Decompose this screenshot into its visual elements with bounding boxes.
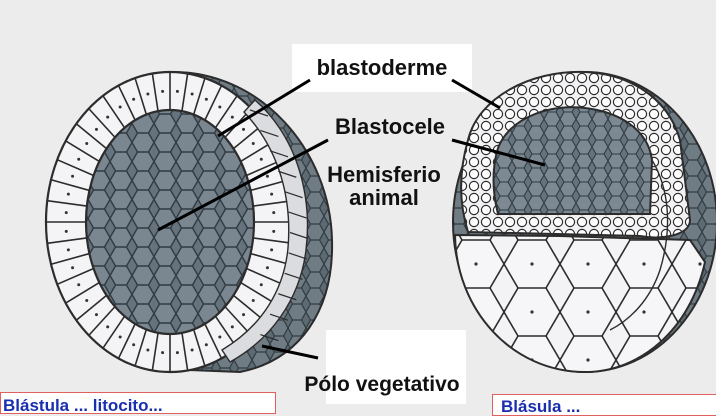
cell-nucleus [242,313,245,316]
cell-nucleus [146,92,149,95]
cell-nucleus [65,211,68,214]
cell-nucleus [176,351,179,354]
cell-nucleus [205,343,208,346]
cell-nucleus [161,90,164,93]
cell-nucleus [65,230,68,233]
cell-nucleus [252,142,255,145]
cell-nucleus [119,335,122,338]
cell-nucleus [260,283,263,286]
caption-right: Blásula ... [492,394,716,416]
cell-nucleus [71,175,74,178]
cell-nucleus [67,193,70,196]
right-blastula [453,72,716,372]
label-hemisferio: Hemisferio [327,162,441,187]
left-blastula [46,72,332,372]
cell-nucleus [132,98,135,101]
cell-nucleus [85,142,88,145]
cell-nucleus [106,116,109,119]
cell-nucleus [161,351,164,354]
cell-nucleus [266,175,269,178]
cell-nucleus [218,335,221,338]
caption-left: Blástula ... litocito... [0,392,276,414]
cell-nucleus [132,343,135,346]
cell-nucleus [231,116,234,119]
cell-nucleus [272,230,275,233]
cell-nucleus [252,299,255,302]
cell-nucleus [106,325,109,328]
cell-nucleus [270,248,273,251]
label-animal: animal [349,185,419,210]
cell-nucleus [260,158,263,161]
cell-nucleus [95,313,98,316]
cell-nucleus [191,349,194,352]
label-blastocele: Blastocele [335,114,445,139]
cell-nucleus [272,211,275,214]
label-blastoderme: blastoderme [317,55,448,80]
pointer-blastoderme-right [452,80,500,108]
cell-nucleus [270,193,273,196]
cell-nucleus [77,283,80,286]
cell-nucleus [119,106,122,109]
cell-nucleus [218,106,221,109]
right-blastocoel [494,107,653,214]
cell-nucleus [85,299,88,302]
cell-nucleus [191,92,194,95]
cell-nucleus [266,266,269,269]
cell-nucleus [231,325,234,328]
cell-nucleus [242,128,245,131]
blastula-illustration: blastoderme Blastocele Hemisferio animal… [0,0,716,404]
right-vegetal-cells [455,235,705,372]
cell-nucleus [71,266,74,269]
cell-nucleus [67,248,70,251]
cell-nucleus [95,128,98,131]
cell-nucleus [146,349,149,352]
cell-nucleus [176,90,179,93]
cell-nucleus [77,158,80,161]
label-polo-vegetativo: Pólo vegetativo [304,373,459,396]
cell-nucleus [205,98,208,101]
